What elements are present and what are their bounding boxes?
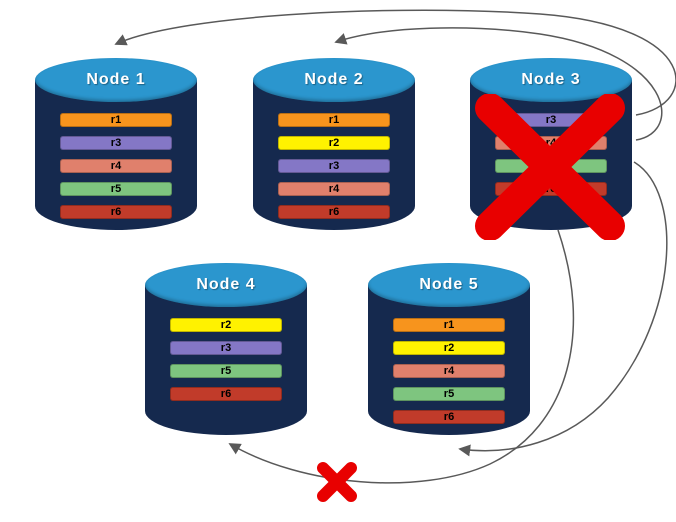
record-bar-r4: r4: [60, 159, 172, 173]
node-5-header: Node 5: [368, 263, 530, 307]
record-bar-r1: r1: [278, 113, 390, 127]
record-bar-r4: r4: [278, 182, 390, 196]
node-4: Node 4 r2 r3 r5 r6: [145, 263, 307, 441]
node-2-title: Node 2: [304, 71, 364, 88]
node-failure-x-icon: [475, 94, 625, 240]
record-bar-r6: r6: [170, 387, 282, 401]
node-5-title: Node 5: [419, 276, 479, 293]
node-2: Node 2 r1 r2 r3 r4 r6: [253, 58, 415, 236]
record-bar-r6: r6: [393, 410, 505, 424]
record-bar-r2: r2: [170, 318, 282, 332]
record-bar-r6: r6: [278, 205, 390, 219]
node-1-header: Node 1: [35, 58, 197, 102]
node-2-records: r1 r2 r3 r4 r6: [278, 113, 390, 219]
record-bar-r1: r1: [60, 113, 172, 127]
record-bar-r2: r2: [278, 136, 390, 150]
node-5: Node 5 r1 r2 r4 r5 r6: [368, 263, 530, 441]
node-4-records: r2 r3 r5 r6: [170, 318, 282, 401]
record-bar-r1: r1: [393, 318, 505, 332]
record-bar-r5: r5: [393, 387, 505, 401]
node-3-title: Node 3: [521, 71, 581, 88]
node-2-header: Node 2: [253, 58, 415, 102]
node-4-title: Node 4: [196, 276, 256, 293]
record-bar-r6: r6: [60, 205, 172, 219]
node-5-records: r1 r2 r4 r5 r6: [393, 318, 505, 424]
record-bar-r3: r3: [60, 136, 172, 150]
node-1-title: Node 1: [86, 71, 146, 88]
record-bar-r3: r3: [278, 159, 390, 173]
record-bar-r2: r2: [393, 341, 505, 355]
record-bar-r5: r5: [170, 364, 282, 378]
record-bar-r3: r3: [170, 341, 282, 355]
node-4-header: Node 4: [145, 263, 307, 307]
record-bar-r5: r5: [60, 182, 172, 196]
transfer-failure-x-icon: [317, 462, 357, 502]
record-bar-r4: r4: [393, 364, 505, 378]
node-1-records: r1 r3 r4 r5 r6: [60, 113, 172, 219]
node-1: Node 1 r1 r3 r4 r5 r6: [35, 58, 197, 236]
